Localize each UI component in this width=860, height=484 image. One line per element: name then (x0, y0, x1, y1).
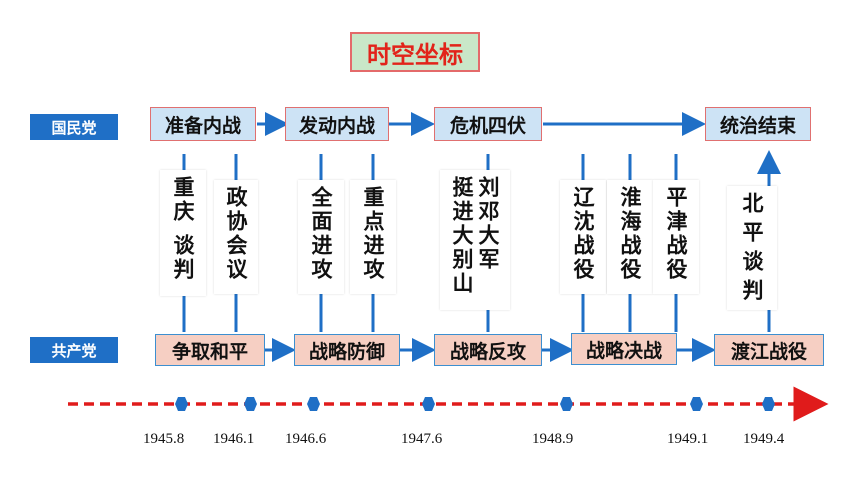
cpc-stage-counter: 战略反攻 (434, 334, 542, 366)
date-label: 1945.8 (143, 431, 185, 447)
event-beiping-talks: 北平谈判 (727, 186, 777, 310)
date-label: 1946.1 (213, 431, 255, 447)
cpc-label: 共产党 (30, 337, 118, 363)
kmt-stage-prepare: 准备内战 (150, 107, 256, 141)
date-label: 1948.9 (532, 431, 574, 447)
timeline-nodes (175, 397, 775, 411)
event-full-attack: 全面进攻 (298, 180, 344, 294)
date-label: 1949.4 (743, 431, 785, 447)
event-chongqing-talks: 重庆 谈判 (160, 170, 206, 296)
kmt-stage-crisis: 危机四伏 (434, 107, 542, 141)
event-dabie-mountain: 挺进大别山 刘邓大军 (440, 170, 510, 310)
page-title: 时空坐标 (350, 32, 480, 72)
kmt-stage-end: 统治结束 (705, 107, 811, 141)
kmt-stage-launch: 发动内战 (285, 107, 389, 141)
event-pingjin: 平津战役 (653, 180, 699, 294)
cpc-stage-defense: 战略防御 (294, 334, 400, 366)
event-liaoshen: 辽沈战役 (560, 180, 606, 294)
cpc-stage-yangtze: 渡江战役 (714, 334, 824, 366)
cpc-stage-peace: 争取和平 (155, 334, 265, 366)
kmt-label: 国民党 (30, 114, 118, 140)
event-key-attack: 重点进攻 (350, 180, 396, 294)
cpc-stage-decisive: 战略决战 (571, 333, 677, 365)
date-label: 1949.1 (667, 431, 709, 447)
date-label: 1946.6 (285, 431, 327, 447)
date-label: 1947.6 (401, 431, 443, 447)
event-huaihai: 淮海战役 (607, 180, 653, 294)
event-pcc: 政协会议 (214, 180, 258, 294)
